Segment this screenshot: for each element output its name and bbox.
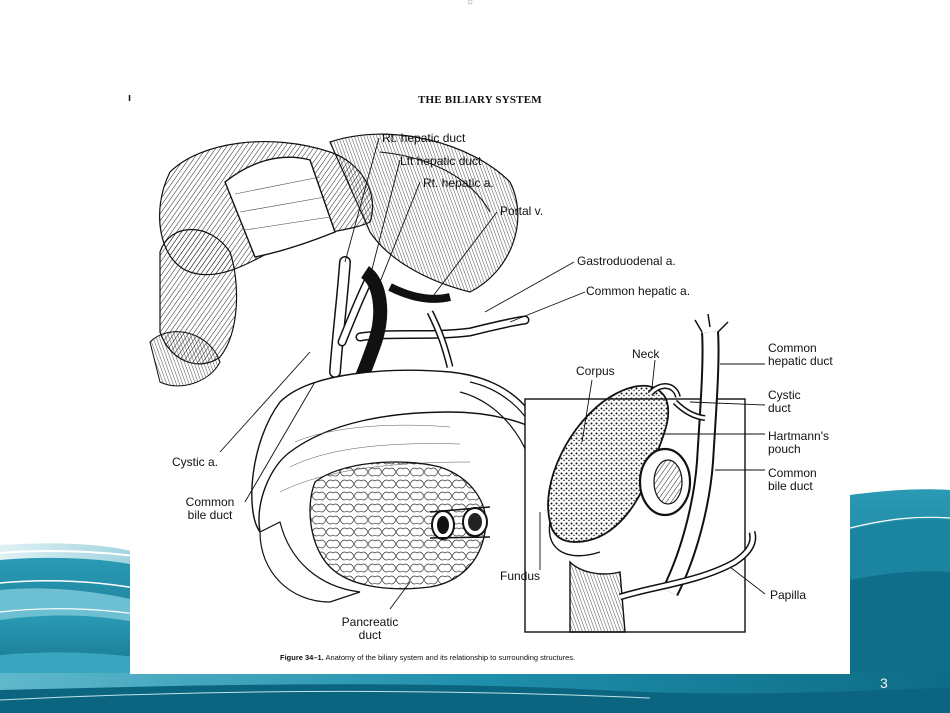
caption-figure-number: Figure 34–1. (280, 653, 324, 662)
label-rt-hepatic-a: Rt. hepatic a. (423, 176, 494, 190)
label-common-bile-duct: Common bile duct (180, 496, 240, 522)
label-rt-hepatic-duct: Rt. hepatic duct (382, 131, 466, 145)
top-mark: ○ (467, 0, 474, 8)
figure-caption: Figure 34–1. Anatomy of the biliary syst… (280, 653, 575, 662)
leader-lines (219, 137, 766, 610)
label-hartmanns-pouch-line1: Hartmann's (768, 429, 829, 443)
label-papilla: Papilla (770, 588, 807, 602)
label-cystic-duct: Cystic duct (768, 389, 801, 415)
anatomy-illustration (149, 133, 766, 633)
label-inset-common-bile-duct: Common bile duct (768, 467, 817, 493)
label-common-hepatic-a: Common hepatic a. (586, 284, 691, 298)
label-pancreatic-duct: Pancreatic duct (335, 616, 405, 642)
label-portal-v: Portal v. (500, 204, 544, 218)
cut-duct-ends (429, 506, 491, 540)
slide-number: 3 (880, 675, 888, 691)
label-common-bile-duct-line2: bile duct (187, 508, 233, 522)
label-fundus: Fundus (500, 569, 541, 583)
label-common-hepatic-duct: Common hepatic duct (768, 342, 833, 368)
label-pancreatic-duct-line1: Pancreatic (341, 615, 399, 629)
label-cystic-duct-line2: duct (768, 401, 791, 415)
label-hartmanns-pouch-line2: pouch (768, 442, 801, 456)
label-common-hepatic-duct-line2: hepatic duct (768, 354, 833, 368)
page-header: THE BILIARY SYSTEM (418, 94, 542, 106)
label-hartmanns-pouch: Hartmann's pouch (768, 430, 829, 456)
label-cystic-duct-line1: Cystic (768, 388, 801, 402)
caption-text: Anatomy of the biliary system and its re… (325, 653, 576, 662)
label-lft-hepatic-duct: Lft hepatic duct (400, 154, 482, 168)
label-pancreatic-duct-line2: duct (358, 628, 382, 642)
label-corpus: Corpus (576, 364, 615, 378)
corner-mark: ı (128, 92, 132, 104)
label-cystic-a: Cystic a. (172, 455, 219, 469)
label-neck: Neck (632, 347, 660, 361)
label-common-hepatic-duct-line1: Common (768, 341, 817, 355)
label-inset-common-bile-duct-line1: Common (768, 466, 817, 480)
label-inset-common-bile-duct-line2: bile duct (768, 479, 813, 493)
label-gastroduodenal-a: Gastroduodenal a. (577, 254, 676, 268)
label-common-bile-duct-line1: Common (185, 495, 235, 509)
